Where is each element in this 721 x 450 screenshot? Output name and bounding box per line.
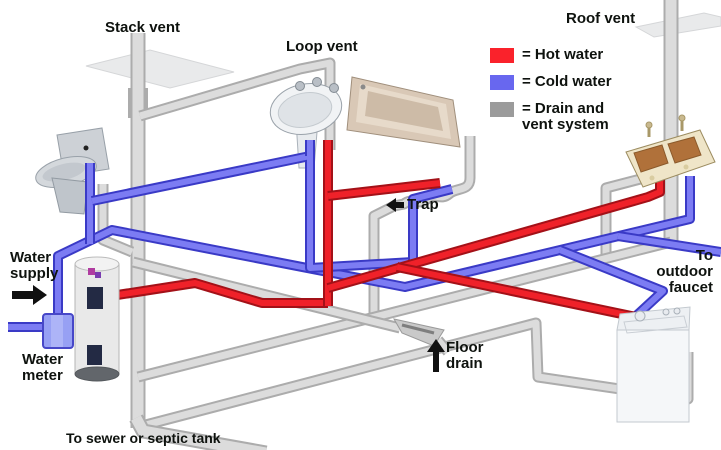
trap-arrow-icon bbox=[386, 198, 404, 212]
legend-hot-water-label: = Hot water bbox=[522, 46, 604, 63]
roof-vent-label: Roof vent bbox=[566, 10, 636, 27]
hot-water-swatch-icon bbox=[490, 48, 514, 63]
legend-cold-water-label: = Cold water bbox=[522, 73, 612, 90]
washer-knob-1 bbox=[662, 308, 670, 316]
kitchen-sink bbox=[625, 114, 716, 188]
cold-water-pipes bbox=[8, 140, 721, 332]
legend-drain-vent-label: = Drain and vent system bbox=[522, 100, 609, 133]
water-heater-base bbox=[74, 366, 120, 382]
water-heater-lower-panel bbox=[87, 345, 102, 365]
stack-vent-label: Stack vent bbox=[105, 19, 181, 36]
cold-water-swatch-icon bbox=[490, 75, 514, 90]
left-roof-plane bbox=[85, 49, 235, 89]
kitchen-sink-bowl-left bbox=[633, 144, 669, 173]
kitchen-sink-bowl-right bbox=[667, 136, 702, 164]
trap-label: Trap bbox=[407, 196, 439, 213]
toilet-bowl bbox=[42, 162, 86, 182]
kitchen-sink-drain-left bbox=[649, 175, 655, 181]
washer-knob-2 bbox=[673, 307, 681, 315]
toilet-flush-button bbox=[83, 145, 89, 151]
floor-drain-slot bbox=[401, 323, 435, 335]
sink-faucet-handle-right bbox=[329, 83, 339, 93]
water-supply-label: Water supply bbox=[10, 249, 59, 282]
water-supply-arrow-icon bbox=[12, 285, 47, 305]
loop-vent-label: Loop vent bbox=[286, 38, 358, 55]
water-heater-top bbox=[74, 256, 120, 272]
sink-faucet-handle-left bbox=[295, 81, 305, 91]
bathroom-sink bbox=[269, 77, 343, 169]
water-heater bbox=[74, 256, 120, 382]
water-meter bbox=[42, 313, 74, 349]
outdoor-faucet-label: To outdoor faucet bbox=[656, 247, 713, 296]
sink-faucet-spout bbox=[312, 77, 322, 87]
bathtub-basin bbox=[365, 91, 443, 131]
washing-machine bbox=[616, 306, 691, 423]
washer-lid bbox=[623, 315, 688, 334]
water-heater-logo-2 bbox=[95, 272, 101, 278]
sewer-label: To sewer or septic tank bbox=[66, 430, 221, 446]
kitchen-sink-drain-right bbox=[683, 164, 689, 170]
lower-drain-pipe bbox=[136, 317, 694, 433]
toilet bbox=[35, 127, 110, 215]
washer-body bbox=[616, 329, 690, 423]
water-meter-label: Water meter bbox=[22, 351, 64, 384]
water-meter-band bbox=[51, 315, 63, 347]
hot-water-pipes bbox=[97, 140, 665, 322]
drain-vent-swatch-icon bbox=[490, 102, 514, 117]
bathtub-faucet bbox=[360, 84, 366, 90]
water-heater-upper-panel bbox=[87, 287, 103, 309]
kitchen-faucet-right bbox=[678, 114, 686, 122]
toilet-base bbox=[51, 177, 89, 215]
bathtub bbox=[346, 76, 461, 148]
washer-top bbox=[616, 306, 691, 331]
floor-drain-label: Floor drain bbox=[446, 339, 484, 372]
water-heater-logo bbox=[88, 268, 95, 275]
annotation-arrows bbox=[12, 198, 445, 372]
floor-drain-arrow-icon bbox=[427, 339, 445, 372]
sink-bowl bbox=[277, 92, 333, 128]
kitchen-faucet-left bbox=[645, 121, 653, 129]
washer-dial bbox=[634, 310, 646, 322]
